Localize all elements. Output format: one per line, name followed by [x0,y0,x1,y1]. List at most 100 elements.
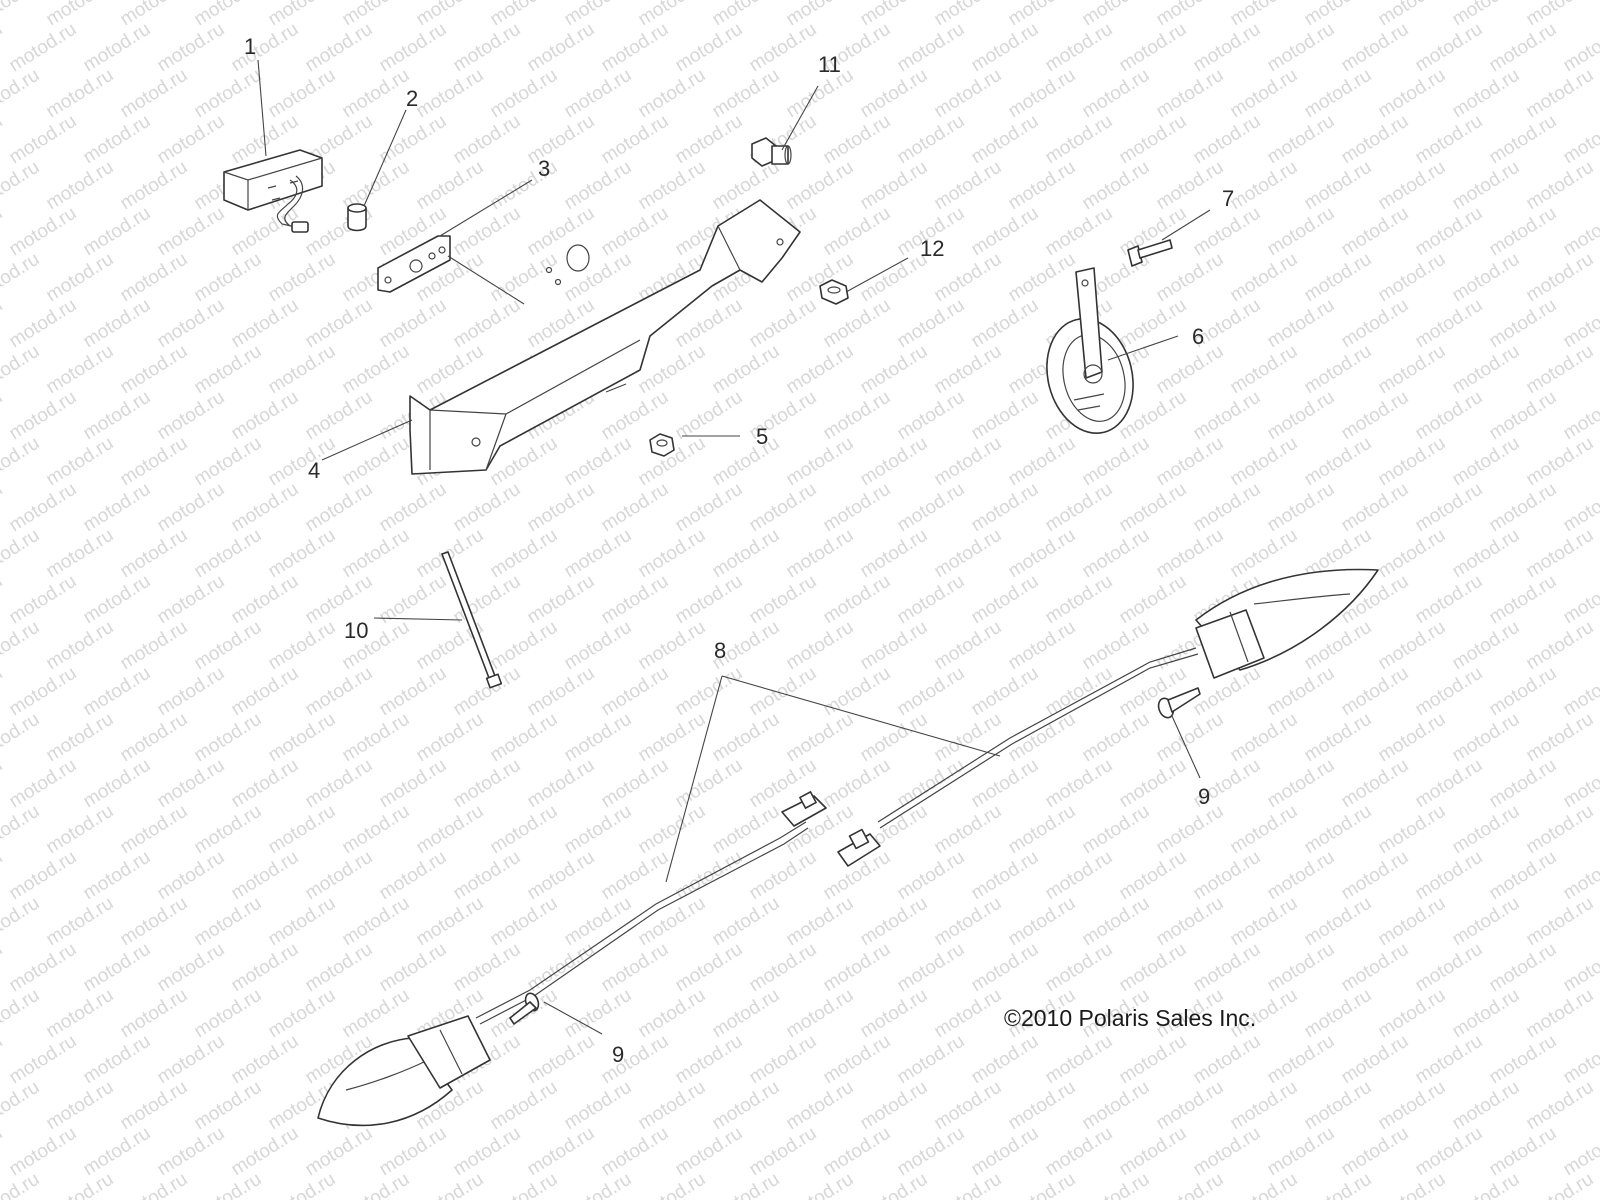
watermark-text: motod.ru [413,709,488,767]
callout-5: 5 [756,424,768,449]
watermark-text: motod.ru [931,525,1006,583]
watermark-text: motod.ru [1375,617,1450,675]
watermark-text: motod.ru [1375,1077,1450,1135]
watermark-text: motod.ru [1486,847,1561,905]
watermark-text: motod.ru [0,847,6,905]
watermark-text: motod.ru [80,755,155,813]
watermark-text: motod.ru [228,755,303,813]
watermark-text: motod.ru [709,709,784,767]
watermark-text: motod.ru [709,65,784,123]
watermark-text: motod.ru [746,663,821,721]
watermark-text: motod.ru [1227,157,1302,215]
watermark-text: motod.ru [0,203,6,261]
watermark-text: motod.ru [154,663,229,721]
watermark-text: motod.ru [191,525,266,583]
watermark-text: motod.ru [154,295,229,353]
watermark-text: motod.ru [80,387,155,445]
watermark-text: motod.ru [1449,525,1524,583]
watermark-text: motod.ru [1338,1123,1413,1181]
watermark-text: motod.ru [1486,939,1561,997]
watermark-text: motod.ru [1227,433,1302,491]
watermark-text: motod.ru [1116,571,1191,629]
callout-7: 7 [1222,186,1234,211]
watermark-text: motod.ru [1449,1077,1524,1135]
watermark-text: motod.ru [117,157,192,215]
watermark-text: motod.ru [450,19,525,77]
watermark-text: motod.ru [302,663,377,721]
watermark-text: motod.ru [154,387,229,445]
watermark-text: motod.ru [931,157,1006,215]
watermark-text: motod.ru [746,479,821,537]
watermark-text: motod.ru [968,939,1043,997]
watermark-text: motod.ru [1116,479,1191,537]
watermark-text: motod.ru [1412,663,1487,721]
watermark-text: motod.ru [0,19,6,77]
watermark-text: motod.ru [1523,1169,1598,1200]
watermark-text: motod.ru [450,295,525,353]
watermark-text: motod.ru [1190,111,1265,169]
watermark-text: motod.ru [783,1169,858,1200]
watermark-text: motod.ru [265,893,340,951]
watermark-text: motod.ru [1301,709,1376,767]
watermark-text: motod.ru [598,111,673,169]
watermark-text: motod.ru [43,1077,118,1135]
watermark-text: motod.ru [43,985,118,1043]
watermark-text: motod.ru [709,525,784,583]
watermark-text: motod.ru [524,111,599,169]
watermark-text: motod.ru [820,387,895,445]
watermark-text: motod.ru [339,985,414,1043]
watermark-text: motod.ru [524,479,599,537]
watermark-text: motod.ru [1523,249,1598,307]
watermark-text: motod.ru [228,1031,303,1089]
watermark-text: motod.ru [376,111,451,169]
watermark-text: motod.ru [1264,387,1339,445]
watermark-text: motod.ru [80,19,155,77]
watermark-text: motod.ru [0,65,43,123]
watermark-text: motod.ru [0,341,43,399]
watermark-text: motod.ru [0,663,6,721]
watermark-text: motod.ru [672,571,747,629]
watermark-text: motod.ru [1079,801,1154,859]
watermark-text: motod.ru [561,617,636,675]
watermark-text: motod.ru [6,387,81,445]
watermark-text: motod.ru [43,525,118,583]
part-11-bolt [751,137,792,167]
watermark-text: motod.ru [968,203,1043,261]
watermark-text: motod.ru [598,1123,673,1181]
part-1-flasher [223,149,323,233]
watermark-text: motod.ru [1042,663,1117,721]
watermark-text: motod.ru [1264,663,1339,721]
watermark-text: motod.ru [1338,939,1413,997]
part-9-screw-upper [1157,687,1201,719]
watermark-text: motod.ru [1079,157,1154,215]
watermark-text: motod.ru [1153,0,1228,30]
watermark-text: motod.ru [894,1031,969,1089]
watermark-text: motod.ru [598,203,673,261]
watermark-text: motod.ru [43,341,118,399]
watermark-text: motod.ru [1116,1123,1191,1181]
watermark-text: motod.ru [1190,387,1265,445]
watermark-text: motod.ru [1264,847,1339,905]
watermark-text: motod.ru [1153,341,1228,399]
watermark-text: motod.ru [1449,65,1524,123]
watermark-text: motod.ru [228,663,303,721]
watermark-text: motod.ru [1079,617,1154,675]
watermark-text: motod.ru [0,433,43,491]
callout-3: 3 [538,156,550,181]
watermark-text: motod.ru [80,111,155,169]
callout-9b: 9 [612,1042,624,1067]
watermark-text: motod.ru [80,1123,155,1181]
watermark-text: motod.ru [1412,571,1487,629]
watermark-text: motod.ru [6,755,81,813]
watermark-text: motod.ru [265,341,340,399]
watermark-text: motod.ru [6,939,81,997]
watermark-text: motod.ru [1227,1169,1302,1200]
watermark-text: motod.ru [635,65,710,123]
watermark-text: motod.ru [1301,0,1376,30]
watermark-text: motod.ru [1412,1031,1487,1089]
watermark-text: motod.ru [154,203,229,261]
watermark-text: motod.ru [0,571,6,629]
watermark-text: motod.ru [1190,1031,1265,1089]
watermark-text: motod.ru [191,985,266,1043]
watermark-text: motod.ru [709,985,784,1043]
